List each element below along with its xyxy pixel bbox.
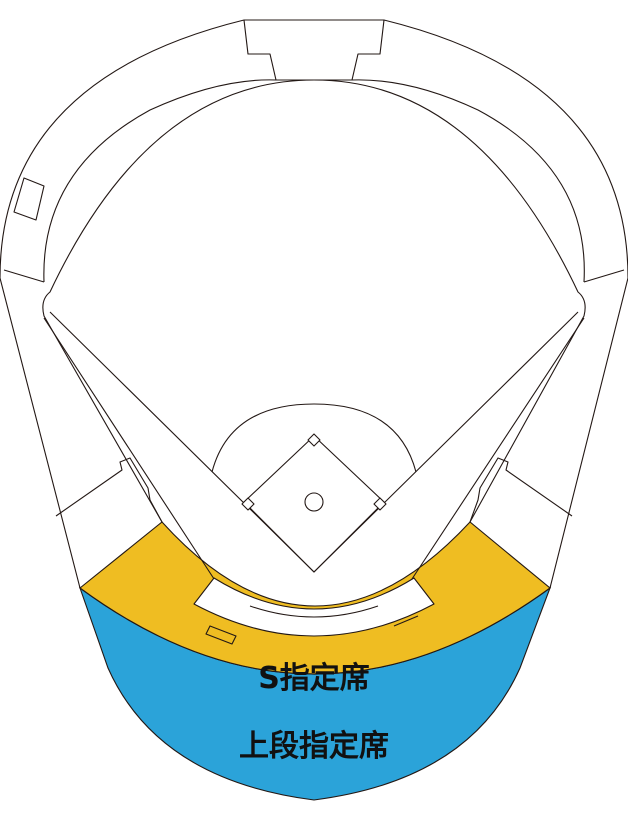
left-stand-divider bbox=[55, 457, 163, 523]
infield-arc bbox=[211, 403, 417, 473]
stand-box bbox=[13, 177, 45, 221]
first-base-icon bbox=[373, 497, 387, 511]
outfield-stand-edge-right bbox=[583, 269, 625, 283]
backstop-inner bbox=[249, 605, 379, 618]
dugout-left bbox=[205, 625, 237, 645]
outfield-stand bbox=[43, 79, 585, 283]
backstop-box bbox=[193, 577, 435, 637]
outfield-stand-edge-left bbox=[3, 269, 45, 283]
s-reserved-label: S指定席 bbox=[258, 661, 370, 696]
right-stand-divider bbox=[469, 457, 573, 523]
second-base-icon bbox=[307, 433, 321, 447]
s-reserved-section[interactable] bbox=[79, 521, 551, 675]
pitchers-mound-icon bbox=[304, 492, 324, 512]
third-base-icon bbox=[241, 497, 255, 511]
infield-diamond bbox=[243, 435, 385, 573]
upper-reserved-label: 上段指定席 bbox=[239, 729, 389, 764]
inner-wall bbox=[42, 79, 586, 523]
stadium-outline bbox=[0, 19, 628, 589]
dugout-right bbox=[393, 615, 419, 627]
scoreboard-block bbox=[243, 19, 385, 81]
